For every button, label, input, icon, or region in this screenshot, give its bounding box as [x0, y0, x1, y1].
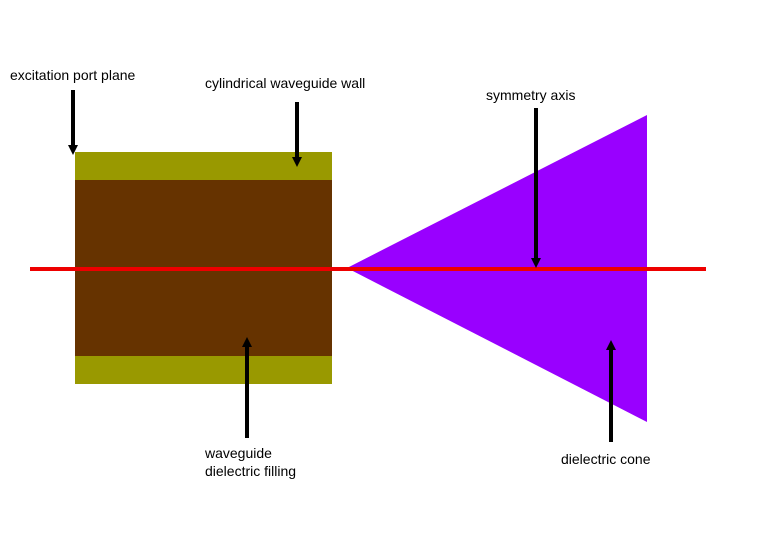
waveguide-wall-bottom [75, 356, 332, 384]
symmetry-axis-label: symmetry axis [486, 87, 576, 103]
dielectric-cone-label: dielectric cone [561, 451, 651, 467]
excitation-port-plane-label: excitation port plane [10, 67, 136, 83]
waveguide-wall-label: cylindrical waveguide wall [205, 75, 366, 91]
dielectric-filling-label-line2: dielectric filling [205, 463, 297, 479]
waveguide-wall-top [75, 152, 332, 180]
dielectric-filling-label-line1: waveguide [205, 445, 272, 461]
